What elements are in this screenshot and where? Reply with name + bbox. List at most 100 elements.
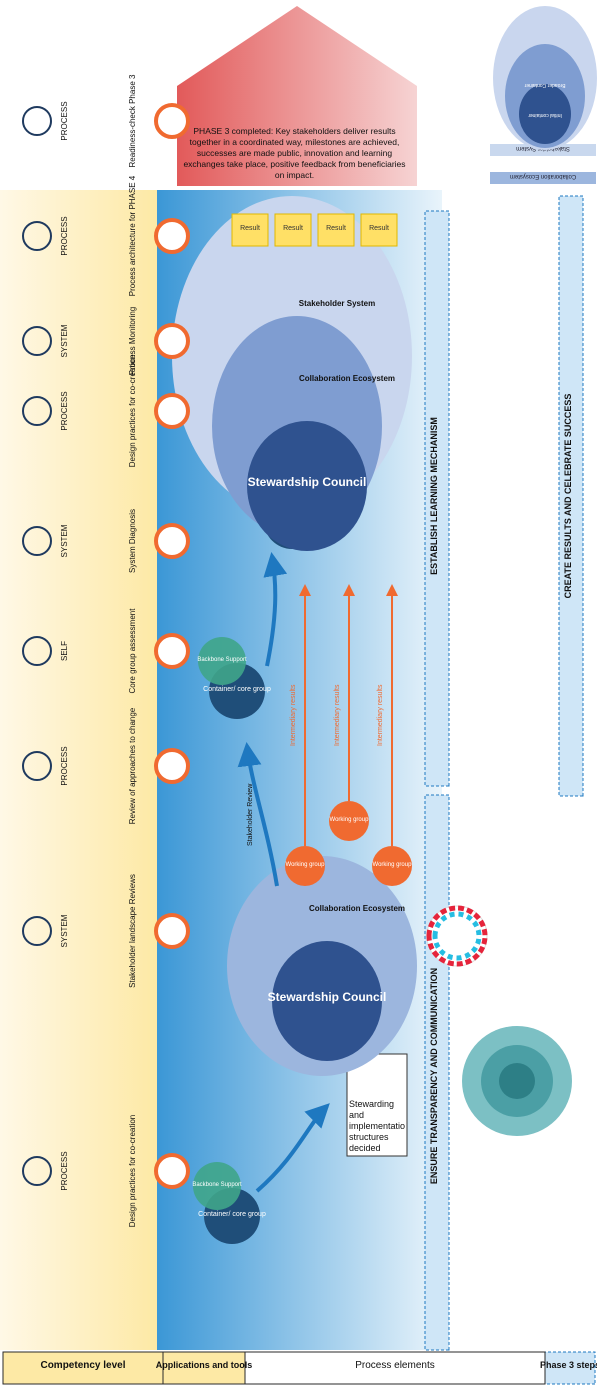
working-group-label-1: Working group — [373, 862, 413, 868]
tool-thumbnail — [154, 1153, 190, 1189]
tool-thumbnail — [154, 393, 190, 429]
step-establish-learning — [424, 210, 450, 787]
system-icon — [22, 526, 52, 556]
phase-roof — [177, 6, 417, 186]
legend-bar-ecosystem — [490, 172, 596, 184]
result-1 — [360, 213, 398, 247]
tool-label: Stakeholder landscape Reviews — [128, 874, 137, 988]
tool-label: Design practices for co-creation — [128, 1115, 137, 1228]
structures-text-wrap: Stewarding and implementation structures… — [349, 1099, 405, 1153]
competency-level-label: SYSTEM — [60, 324, 69, 357]
backbone-support-1 — [193, 1162, 241, 1210]
result-label-4: Result — [240, 225, 260, 232]
flow-arrow-2 — [263, 552, 288, 667]
row-competency — [2, 1351, 164, 1385]
system-icon — [22, 916, 52, 946]
ensure-transparency-label: ENSURE TRANSPARENCY AND COMMUNICATION — [429, 968, 439, 1184]
backbone-label-1: Backbone Support — [192, 1182, 242, 1188]
stewardship-council-label-2: Stewardship Council — [248, 475, 367, 489]
tool-label: Core group assessment — [128, 608, 137, 694]
backbone-support-2 — [198, 637, 246, 685]
stewardship-council-2 — [247, 421, 367, 551]
working-group-2 — [329, 801, 369, 841]
tool-label: Design practices for co-creation — [128, 355, 137, 468]
working-groups: Working group Working group Working grou… — [285, 584, 413, 886]
competency-level-label: PROCESS — [60, 216, 69, 255]
backbone-label-2: Backbone Support — [197, 657, 247, 663]
row-title-phase-steps: Phase 3 steps — [540, 1360, 597, 1370]
container-label-1: Container/ core group — [198, 1211, 266, 1218]
tool-thumbnail — [154, 633, 190, 669]
row-process-elements — [244, 1351, 546, 1385]
row-applications — [162, 1351, 246, 1385]
legend: Stakeholder System Collaboration Ecosyst… — [490, 6, 597, 184]
row-title-applications: Applications and tools — [156, 1360, 253, 1370]
row-labels — [0, 1350, 597, 1386]
process-icon — [22, 751, 52, 781]
competency-level-label: PROCESS — [60, 101, 69, 140]
container-label-2: Container/ core group — [203, 686, 271, 693]
roof-shape — [177, 6, 417, 186]
tool-thumbnail — [154, 218, 190, 254]
shell-inner — [499, 1063, 535, 1099]
structures-text: Stewarding and implementation structures… — [349, 1099, 405, 1153]
legend-ecosystem-label: Collaboration Ecosystem — [510, 173, 576, 179]
tool-thumbnail — [154, 523, 190, 559]
legend-initial-container: Initial container — [528, 112, 562, 118]
result-label-3: Result — [283, 225, 303, 232]
stakeholder-review-label: Stakeholder Review — [247, 783, 254, 846]
tool-item: Core group assessment SELF — [22, 608, 190, 694]
competency-level-label: PROCESS — [60, 746, 69, 785]
competency-level-label: SYSTEM — [60, 524, 69, 557]
intermediary-label-3: Intermediary results — [290, 684, 297, 746]
legend-broader-container: Broader Container — [524, 82, 565, 88]
process-icon — [22, 1156, 52, 1186]
create-results-label: CREATE RESULTS AND CELEBRATE SUCCESS — [563, 394, 573, 599]
tool-item: Review of approaches to change PROCESS — [22, 707, 190, 824]
phase-completed-text: PHASE 3 completed: Key stakeholders deli… — [183, 126, 406, 180]
competency-band — [0, 190, 157, 1350]
sdg-wheel — [426, 905, 488, 967]
tool-item: Readiness-check Phase 3 PROCESS — [22, 74, 190, 167]
flow-arrow-1 — [255, 1103, 330, 1193]
working-group-3 — [285, 846, 325, 886]
intermediary-label-1: Intermediary results — [377, 684, 384, 746]
tools-layer: Design practices for co-creationPROCESSS… — [22, 74, 190, 1228]
result-3 — [274, 213, 312, 247]
tool-thumbnail — [154, 748, 190, 784]
result-2 — [317, 213, 355, 247]
tool-label: Review of approaches to change — [128, 707, 137, 824]
result-4 — [231, 213, 269, 247]
step-ensure-transparency — [424, 794, 450, 1351]
tool-thumbnail — [154, 323, 190, 359]
tool-label: Readiness-check Phase 3 — [128, 74, 137, 167]
tool-thumbnail — [154, 103, 190, 139]
sdg-ring-red — [426, 905, 488, 967]
process-icon — [22, 221, 52, 251]
phase-shell — [462, 1026, 572, 1136]
step-create-results — [558, 195, 584, 797]
row-phase-steps — [544, 1351, 596, 1385]
tool-thumbnail — [154, 913, 190, 949]
phase-completed-box: PHASE 3 completed: Key stakeholders deli… — [183, 126, 406, 180]
competency-level-label: SYSTEM — [60, 914, 69, 947]
stakeholder-system-label: Stakeholder System — [299, 299, 375, 308]
process-icon — [22, 396, 52, 426]
results: Result Result Result Result — [231, 213, 398, 247]
ecosystem-label-1: Collaboration Ecosystem — [309, 904, 405, 913]
establish-learning-label: ESTABLISH LEARNING MECHANISM — [429, 417, 439, 575]
legend-inner-ellipse — [519, 84, 571, 144]
stakeholder-review-arrow — [237, 742, 279, 887]
sdg-ring-blue — [432, 911, 482, 961]
stewardship-council-label-1: Stewardship Council — [268, 990, 387, 1004]
result-label-2: Result — [326, 225, 346, 232]
working-group-1 — [372, 846, 412, 886]
competency-level-label: SELF — [60, 641, 69, 661]
